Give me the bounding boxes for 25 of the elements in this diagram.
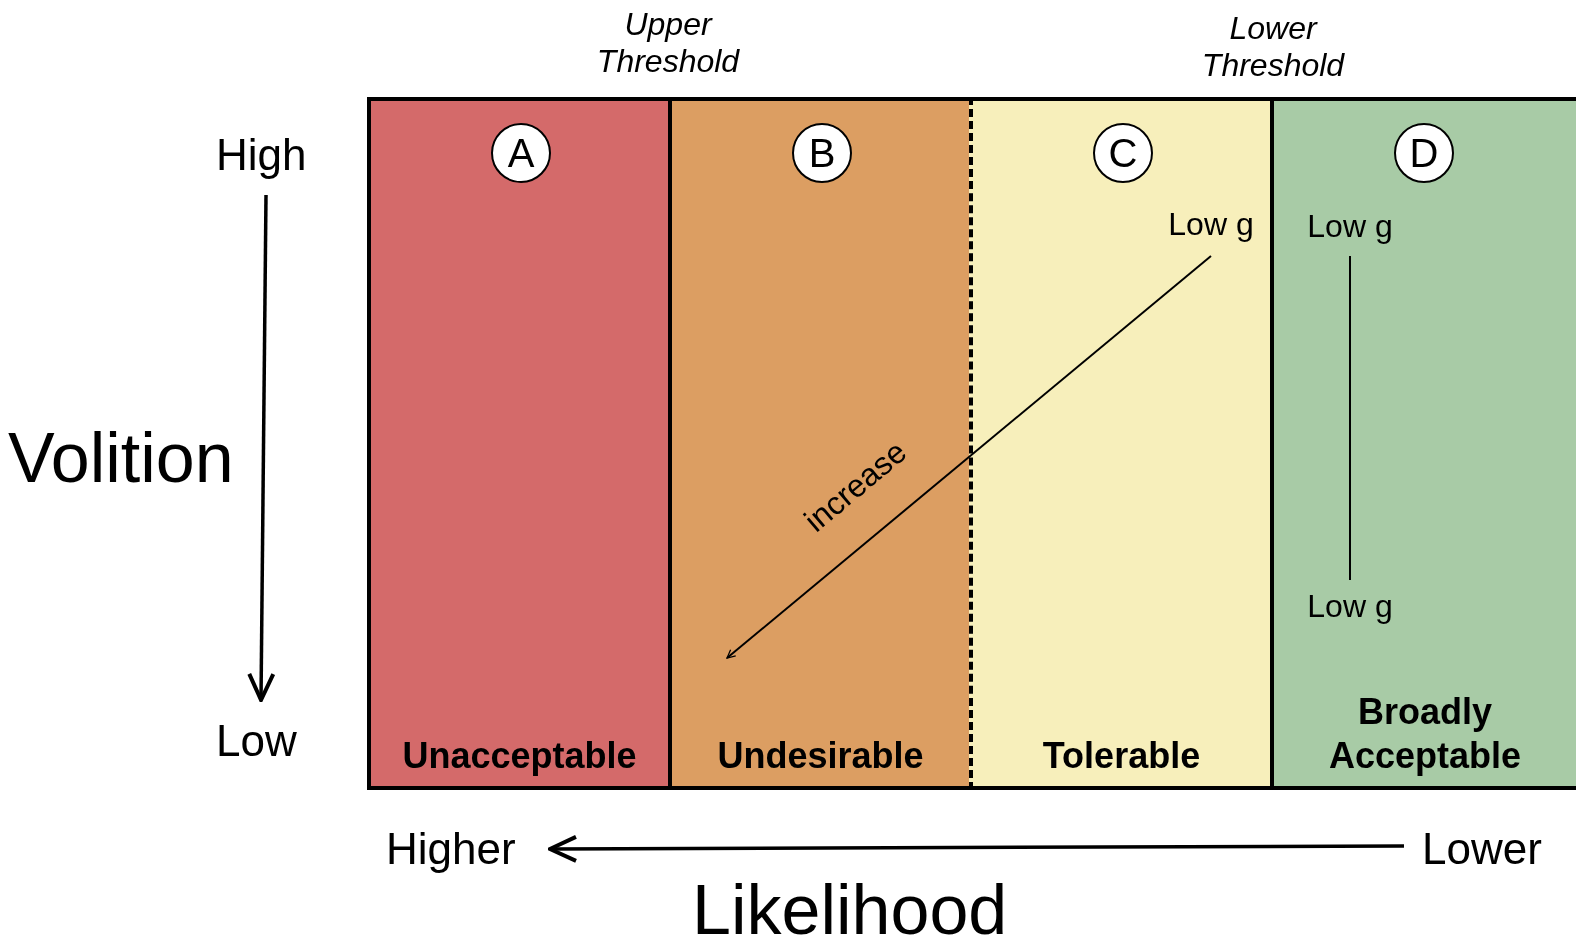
axis-label: Likelihood [692, 870, 1008, 946]
axis-label: High [216, 130, 307, 181]
zone-letter: C [1093, 123, 1153, 183]
zone-letter: D [1394, 123, 1454, 183]
zone-label: Tolerable [1042, 734, 1201, 778]
zone-label: Broadly Acceptable [1327, 690, 1523, 778]
zone-label: Unacceptable [402, 734, 637, 778]
axis-label: Low [216, 716, 297, 767]
axis-label: Higher [386, 824, 516, 875]
risk-zone-band [668, 97, 969, 790]
gradient-label: Low g [1160, 206, 1262, 246]
connector-line [1349, 255, 1351, 581]
zone-letter: B [792, 123, 852, 183]
risk-zone-band [969, 97, 1270, 790]
gradient-label: Low g [1299, 208, 1401, 248]
threshold-label: Upper Threshold [595, 6, 741, 80]
zone-letter: A [491, 123, 551, 183]
axis-label: Lower [1422, 824, 1542, 875]
gradient-label: Low g [1299, 588, 1401, 628]
risk-zone-band [367, 97, 668, 790]
axis-label: Volition [8, 418, 234, 499]
risk-zone-band [1270, 97, 1576, 790]
zone-label: Undesirable [717, 734, 924, 778]
arrow [726, 255, 1212, 659]
threshold-label: Lower Threshold [1200, 10, 1346, 84]
